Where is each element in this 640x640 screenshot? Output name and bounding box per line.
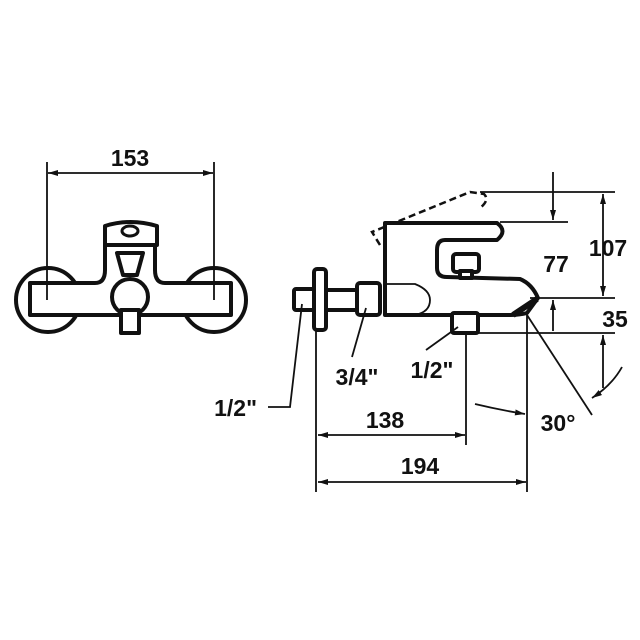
angle-arc: [474, 403, 526, 416]
eccentric-nut: [355, 281, 382, 317]
spray-angle-label: 30°: [541, 410, 576, 436]
side-view: 1/2" 3/4" 1/2" 77 107 35 138 194 30°: [214, 172, 628, 492]
nut-size-label: 3/4": [336, 364, 379, 390]
connecting-pipe: [324, 288, 360, 312]
inlet-nut: [292, 287, 316, 312]
spray-angle-line: [526, 314, 593, 416]
spout-height-label: 35: [602, 306, 628, 332]
total-height-label: 107: [589, 235, 627, 261]
outlet-front: [119, 308, 141, 335]
front-view: 153: [14, 145, 248, 335]
knob-stem: [458, 269, 474, 280]
inlet-size-label: 1/2": [214, 395, 257, 421]
lever-open-position-dashed: [370, 190, 488, 246]
inlet-leader: [268, 303, 303, 408]
mixer-body-side: [383, 221, 540, 317]
outlet-size-label: 1/2": [411, 357, 454, 383]
outlet-distance-label: 138: [366, 407, 405, 433]
width-label: 153: [111, 145, 149, 171]
diverter-knob-front: [115, 251, 145, 277]
outlet-connector: [450, 311, 480, 335]
projection-label: 194: [401, 453, 440, 479]
lever-travel-label: 77: [543, 251, 569, 277]
